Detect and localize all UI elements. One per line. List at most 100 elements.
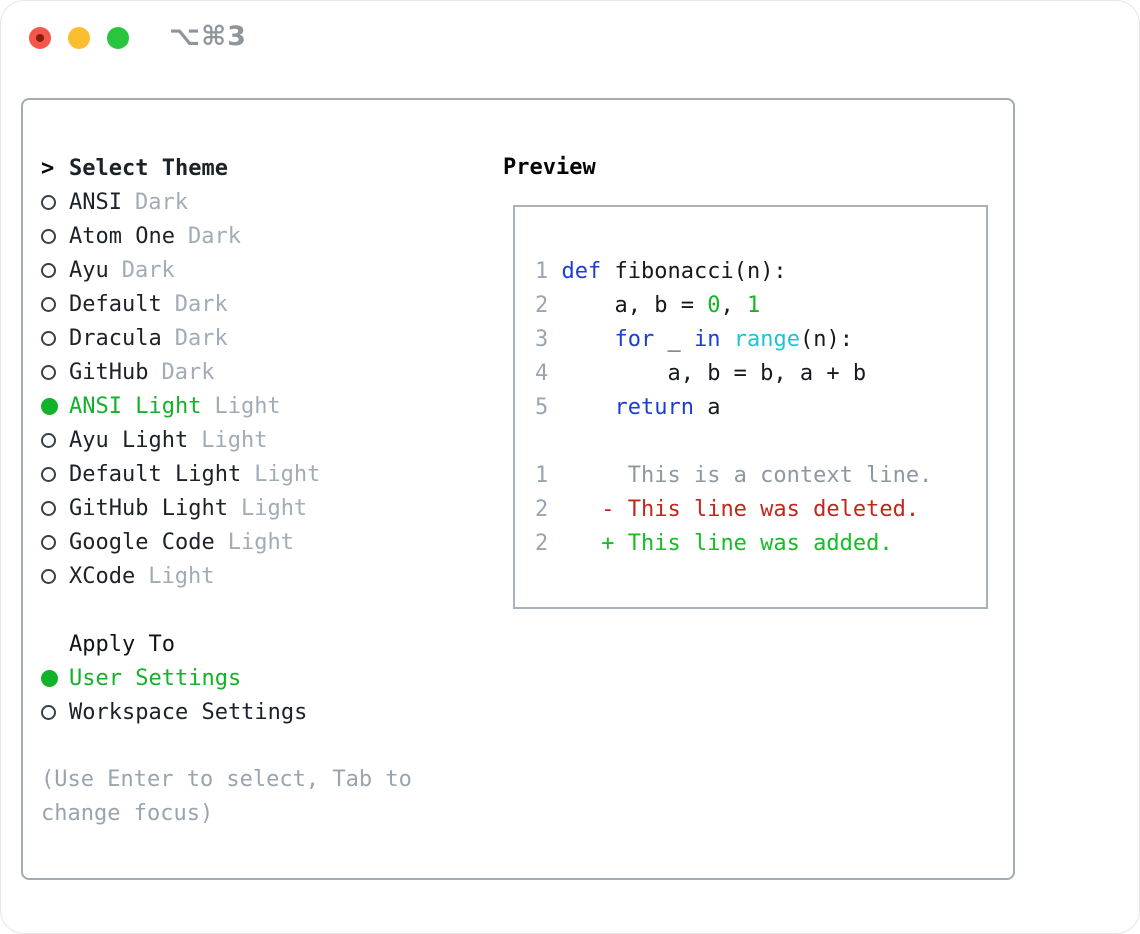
radio-icon bbox=[41, 568, 69, 584]
code-segment-pl bbox=[548, 497, 601, 522]
code-segment-ctx: This is a context line. bbox=[548, 463, 933, 488]
radio-icon bbox=[41, 466, 69, 482]
code-segment-ln: 3 bbox=[535, 327, 549, 352]
theme-option[interactable]: Dracula Dark bbox=[41, 321, 481, 355]
code-segment-del: - This line was deleted. bbox=[601, 497, 920, 522]
option-label: GitHub Light bbox=[69, 495, 228, 521]
preview-code-line bbox=[535, 425, 986, 459]
theme-list-title: Select Theme bbox=[69, 155, 228, 181]
radio-circle bbox=[41, 194, 56, 210]
preview-code-line: 3 for _ in range(n): bbox=[535, 323, 986, 357]
code-segment-pl bbox=[548, 395, 614, 420]
code-segment-ln: 2 bbox=[535, 497, 549, 522]
option-label: Dracula bbox=[69, 325, 162, 351]
code-segment-ln: 2 bbox=[535, 531, 549, 556]
radio-icon bbox=[41, 432, 69, 448]
close-button[interactable] bbox=[29, 27, 51, 49]
variant-tag: Light bbox=[227, 529, 294, 555]
code-segment-ln: 2 bbox=[535, 293, 549, 318]
apply-to-title: Apply To bbox=[69, 631, 175, 657]
code-segment-bi: range bbox=[733, 327, 800, 352]
radio-icon bbox=[41, 262, 69, 278]
theme-option[interactable]: GitHub Light Light bbox=[41, 491, 481, 525]
apply-to-option[interactable]: User Settings bbox=[41, 661, 481, 695]
theme-option[interactable]: GitHub Dark bbox=[41, 355, 481, 389]
theme-option[interactable]: Ayu Light Light bbox=[41, 423, 481, 457]
option-label: ANSI bbox=[69, 189, 122, 215]
radio-circle bbox=[41, 534, 56, 550]
radio-circle bbox=[41, 432, 56, 448]
code-segment-pl: fibonacci(n): bbox=[601, 259, 787, 284]
radio-icon bbox=[41, 500, 69, 516]
minimize-button[interactable] bbox=[68, 27, 90, 49]
radio-selected-icon bbox=[41, 669, 69, 687]
code-segment-kw: in bbox=[693, 327, 721, 352]
preview-code-line: 2 - This line was deleted. bbox=[535, 493, 986, 527]
variant-tag: Dark bbox=[121, 257, 175, 283]
option-label: Ayu bbox=[69, 257, 109, 283]
option-label: Google Code bbox=[69, 529, 215, 555]
code-segment-pl: a, b = b, a + b bbox=[548, 361, 867, 386]
preview-code-line: 4 a, b = b, a + b bbox=[535, 357, 986, 391]
help-text: (Use Enter to select, Tab to change focu… bbox=[41, 767, 412, 826]
preview-code-line: 2 a, b = 0, 1 bbox=[535, 289, 986, 323]
variant-tag: Light bbox=[240, 495, 308, 521]
variant-tag: Light bbox=[214, 393, 281, 419]
theme-option[interactable]: Ayu Dark bbox=[41, 253, 481, 287]
variant-tag: Light bbox=[148, 563, 215, 589]
code-segment-pl: _ bbox=[654, 327, 694, 352]
option-label: Default Light bbox=[69, 461, 242, 487]
keyboard-shortcut-label: ⌥⌘3 bbox=[169, 21, 247, 52]
radio-icon bbox=[41, 296, 69, 312]
code-segment-pl bbox=[548, 259, 561, 284]
option-label: Ayu Light bbox=[69, 427, 189, 453]
code-segment-nm: 0 bbox=[707, 293, 721, 318]
radio-circle bbox=[41, 262, 56, 278]
preview-code-line: 5 return a bbox=[535, 391, 986, 425]
preview-code-line: 2 + This line was added. bbox=[535, 527, 986, 561]
code-segment-kw: def bbox=[561, 259, 602, 284]
theme-option[interactable]: Google Code Light bbox=[41, 525, 481, 559]
code-segment-nm: 1 bbox=[746, 293, 761, 318]
variant-tag: Dark bbox=[174, 291, 228, 317]
radio-circle bbox=[41, 466, 56, 482]
radio-circle bbox=[41, 364, 56, 380]
close-icon bbox=[36, 34, 44, 42]
code-segment-pl: a, b = bbox=[548, 293, 708, 318]
option-label: Workspace Settings bbox=[69, 699, 308, 725]
code-segment-pl bbox=[720, 327, 733, 352]
code-segment-pl bbox=[548, 327, 614, 352]
code-segment-kw: for bbox=[614, 327, 655, 352]
preview-code-line: 1 def fibonacci(n): bbox=[535, 255, 986, 289]
preview-code-line: 1 This is a context line. bbox=[535, 459, 986, 493]
code-segment-ln: 4 bbox=[535, 361, 549, 386]
code-segment-add: + This line was added. bbox=[601, 531, 893, 556]
theme-option[interactable]: XCode Light bbox=[41, 559, 481, 593]
variant-tag: Dark bbox=[161, 359, 215, 385]
code-segment-ln: 1 bbox=[535, 463, 549, 488]
variant-tag: Dark bbox=[174, 325, 228, 351]
radio-circle bbox=[41, 500, 56, 516]
radio-icon bbox=[41, 704, 69, 720]
option-label: GitHub bbox=[69, 359, 149, 385]
code-segment-ln: 5 bbox=[535, 395, 549, 420]
apply-to-header: Apply To bbox=[41, 627, 481, 661]
option-label: XCode bbox=[69, 563, 136, 589]
variant-tag: Light bbox=[201, 427, 268, 453]
radio-icon bbox=[41, 228, 69, 244]
variant-tag: Dark bbox=[187, 223, 241, 249]
zoom-button[interactable] bbox=[107, 27, 129, 49]
apply-to-option[interactable]: Workspace Settings bbox=[41, 695, 481, 729]
code-segment-pl bbox=[548, 531, 601, 556]
